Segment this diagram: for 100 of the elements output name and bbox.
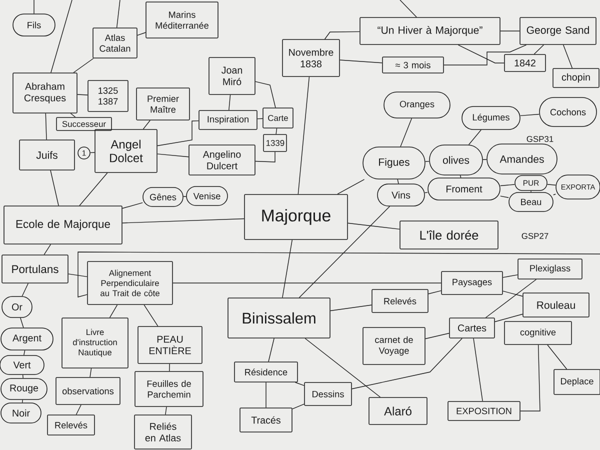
connector-line	[485, 279, 537, 318]
concept-box: Plexiglass	[518, 258, 582, 280]
connector-line	[255, 152, 276, 162]
concept-box: Relevés	[372, 289, 428, 313]
connector-line	[122, 202, 143, 209]
concept-box: Résidence	[234, 362, 298, 382]
connector-line	[304, 338, 381, 398]
concept-box: Novembre 1838	[282, 39, 340, 77]
connector-line	[22, 374, 24, 378]
connector-line	[90, 368, 92, 378]
connector-line	[324, 31, 360, 40]
connector-line	[330, 304, 372, 312]
connector-line	[157, 120, 199, 146]
connector-line	[109, 304, 118, 318]
connector-line	[482, 159, 487, 160]
connector-line	[24, 350, 26, 356]
concept-box: Binissalem	[228, 298, 330, 338]
concept-box: George Sand	[520, 17, 596, 45]
concept-box: Alaró	[368, 397, 428, 425]
concept-box: Successeur	[56, 117, 112, 131]
connector-line	[90, 152, 95, 154]
connector-line	[494, 314, 523, 322]
connector-line	[424, 192, 428, 194]
connector-line	[79, 172, 108, 206]
concept-box: EXPOSITION	[448, 401, 520, 421]
connector-line	[460, 175, 462, 178]
connector-line	[20, 318, 24, 328]
connector-line	[257, 118, 263, 120]
concept-box: Portulans	[2, 254, 68, 284]
connector-line	[137, 32, 146, 36]
connector-line	[142, 120, 150, 130]
connector-line	[337, 179, 365, 194]
connector-line	[228, 94, 231, 110]
connector-line	[520, 114, 540, 116]
concept-box: Atlas Catalan	[92, 28, 138, 58]
concept-box: 1339	[263, 134, 287, 152]
connector-line	[276, 128, 278, 134]
connector-line	[292, 404, 304, 410]
connector-line	[50, 170, 59, 206]
concept-box: L'île dorée	[400, 220, 498, 250]
connector-line	[547, 184, 556, 186]
connector-line	[282, 240, 292, 298]
concept-box: Reliés en Atlas	[134, 414, 192, 450]
connector-line	[500, 30, 520, 32]
concept-box: Paysages	[441, 271, 503, 295]
connector-line	[502, 290, 523, 297]
connector-line	[116, 0, 120, 28]
connector-line	[68, 274, 88, 278]
connector-line	[425, 332, 450, 340]
concept-box: Ecole de Majorque	[4, 206, 122, 244]
connector-line	[502, 274, 518, 278]
connector-line	[298, 206, 390, 298]
connector-line	[547, 344, 568, 370]
connector-line	[73, 58, 94, 73]
concept-box: Alignement Perpendiculaire au Trait de côte	[87, 261, 173, 305]
concept-box: 1325 1387	[88, 80, 128, 112]
concept-box: Marins Méditerranée	[146, 2, 218, 38]
concept-box: Angelino Dulcert	[188, 144, 256, 176]
connector-line	[70, 113, 76, 118]
connector-line	[473, 338, 483, 402]
connector-line	[428, 290, 442, 294]
connector-line	[22, 283, 29, 296]
connector-line	[352, 338, 462, 390]
concept-box: PEAU ENTIÈRE	[138, 326, 202, 364]
concept-box: 1842	[504, 54, 546, 72]
connector-line	[77, 94, 88, 96]
connector-line	[268, 338, 274, 362]
concept-box: observations	[56, 377, 120, 405]
code-label: GSP31	[526, 136, 554, 142]
connector-line	[562, 44, 573, 68]
connector-line	[500, 184, 515, 186]
concept-box: Juifs	[19, 140, 75, 170]
concept-box: Majorque	[244, 194, 348, 240]
connector-line	[520, 344, 540, 412]
concept-box: ≈ 3 mois	[382, 56, 444, 74]
connector-line	[169, 364, 170, 372]
connector-line	[183, 196, 186, 197]
concept-box: Carte	[262, 108, 294, 128]
concept-box: Feuilles de Parchemin	[134, 371, 204, 407]
concept-box: Inspiration	[198, 110, 258, 130]
code-label: GSP27	[522, 233, 548, 239]
connector-line	[397, 179, 399, 184]
connector-line	[458, 44, 504, 64]
concept-box: Cartes	[449, 318, 495, 338]
connector-line	[340, 60, 382, 64]
concept-box: chopin	[552, 68, 600, 88]
connector-line	[122, 218, 244, 224]
concept-box: Tracés	[240, 408, 292, 432]
connector-line	[444, 44, 527, 66]
concept-box: Livre d'instruction Nautique	[62, 318, 128, 368]
concept-box: Dessins	[304, 382, 352, 406]
connector-line	[294, 382, 304, 386]
connector-line	[172, 282, 442, 284]
connector-line	[468, 130, 482, 145]
concept-box: Abraham Cresques	[12, 72, 78, 114]
concept-box: “Un Hiver à Majorque”	[360, 17, 500, 45]
concept-box: Angel Dolcet	[94, 129, 158, 173]
connector-line	[553, 194, 556, 196]
connector-line	[400, 0, 417, 18]
concept-box: Rouleau	[522, 292, 590, 318]
